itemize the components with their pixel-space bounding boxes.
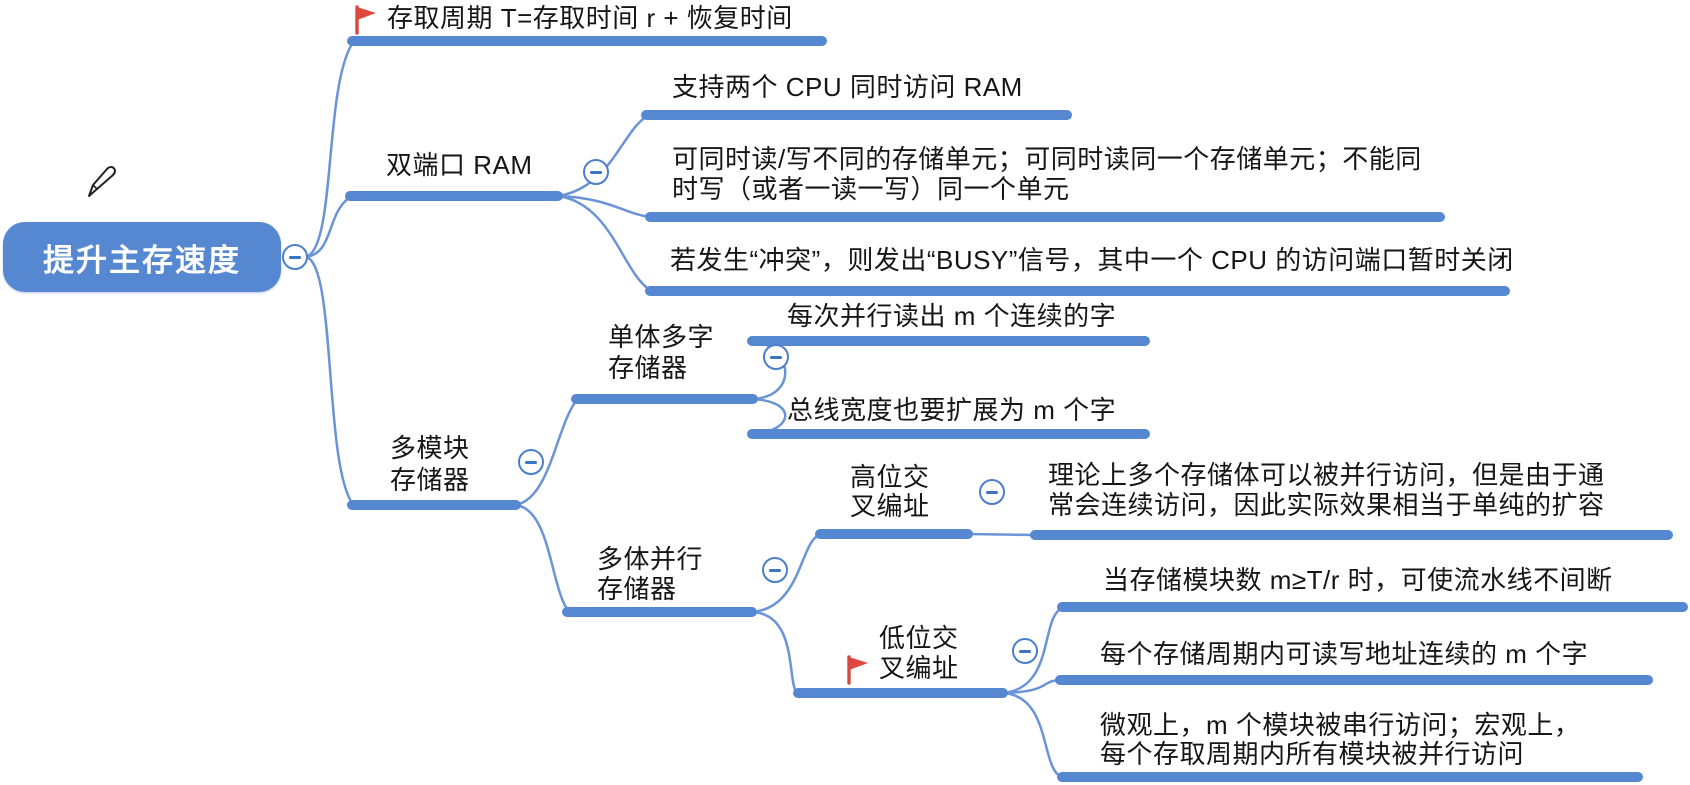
- minus-icon: [986, 490, 998, 494]
- topic-dual-port-c2[interactable]: 可同时读/写不同的存储单元；可同时读同一个存储单元；不能同 时写（或者一读一写）…: [672, 144, 1422, 204]
- topic-underlines: [345, 36, 1688, 782]
- topic-low-order-c2[interactable]: 每个存储周期内可读写地址连续的 m 个字: [1100, 639, 1589, 669]
- collapse-toggle-dual-port-ram[interactable]: [583, 159, 609, 185]
- collapse-toggle-single-unit-multi-word[interactable]: [763, 344, 789, 370]
- minus-icon: [769, 568, 781, 572]
- collapse-toggle-multi-module[interactable]: [518, 449, 544, 475]
- topic-dual-port-ram[interactable]: 双端口 RAM: [386, 150, 533, 180]
- topic-access-cycle-label: 存取周期 T=存取时间 r + 恢复时间: [387, 3, 793, 33]
- topic-dual-port-c3[interactable]: 若发生“冲突”，则发出“BUSY”信号，其中一个 CPU 的访问端口暂时关闭: [670, 245, 1514, 275]
- topic-dual-port-c1[interactable]: 支持两个 CPU 同时访问 RAM: [672, 72, 1023, 102]
- flag-icon: [354, 5, 378, 41]
- pencil-cursor-icon: [82, 163, 120, 208]
- minus-icon: [289, 255, 301, 259]
- topic-high-order-c1[interactable]: 理论上多个存储体可以被并行访问，但是由于通 常会连续访问，因此实际效果相当于单纯…: [1048, 460, 1605, 520]
- topic-high-order-interleave[interactable]: 高位交 叉编址: [850, 462, 930, 521]
- topic-single-unit-multi-word[interactable]: 单体多字 存储器: [608, 322, 715, 383]
- collapse-toggle-high-order-interleave[interactable]: [979, 479, 1005, 505]
- topic-low-order-c3[interactable]: 微观上，m 个模块被串行访问；宏观上， 每个存取周期内所有模块被并行访问: [1100, 710, 1581, 769]
- topic-low-order-interleave[interactable]: 低位交 叉编址: [846, 623, 959, 691]
- minus-icon: [770, 355, 782, 359]
- collapse-toggle-low-order-interleave[interactable]: [1012, 638, 1038, 664]
- topic-single-word-c2[interactable]: 总线宽度也要扩展为 m 个字: [787, 395, 1117, 425]
- topic-low-order-c1[interactable]: 当存储模块数 m≥T/r 时，可使流水线不间断: [1103, 565, 1613, 595]
- flag-icon: [846, 625, 870, 691]
- topic-single-word-c1[interactable]: 每次并行读出 m 个连续的字: [787, 301, 1117, 331]
- minus-icon: [525, 460, 537, 464]
- collapse-toggle-multi-bank-parallel[interactable]: [762, 557, 788, 583]
- topic-multi-bank-parallel[interactable]: 多体并行 存储器: [597, 544, 704, 604]
- collapse-toggle-root[interactable]: [282, 244, 308, 270]
- topic-access-cycle[interactable]: 存取周期 T=存取时间 r + 恢复时间: [354, 3, 793, 41]
- root-topic[interactable]: 提升主存速度: [3, 222, 281, 292]
- branch-curves: [305, 43, 1063, 779]
- minus-icon: [590, 170, 602, 174]
- topic-low-order-label: 低位交 叉编址: [879, 623, 959, 683]
- minus-icon: [1019, 649, 1031, 653]
- topic-multi-module[interactable]: 多模块 存储器: [390, 433, 470, 495]
